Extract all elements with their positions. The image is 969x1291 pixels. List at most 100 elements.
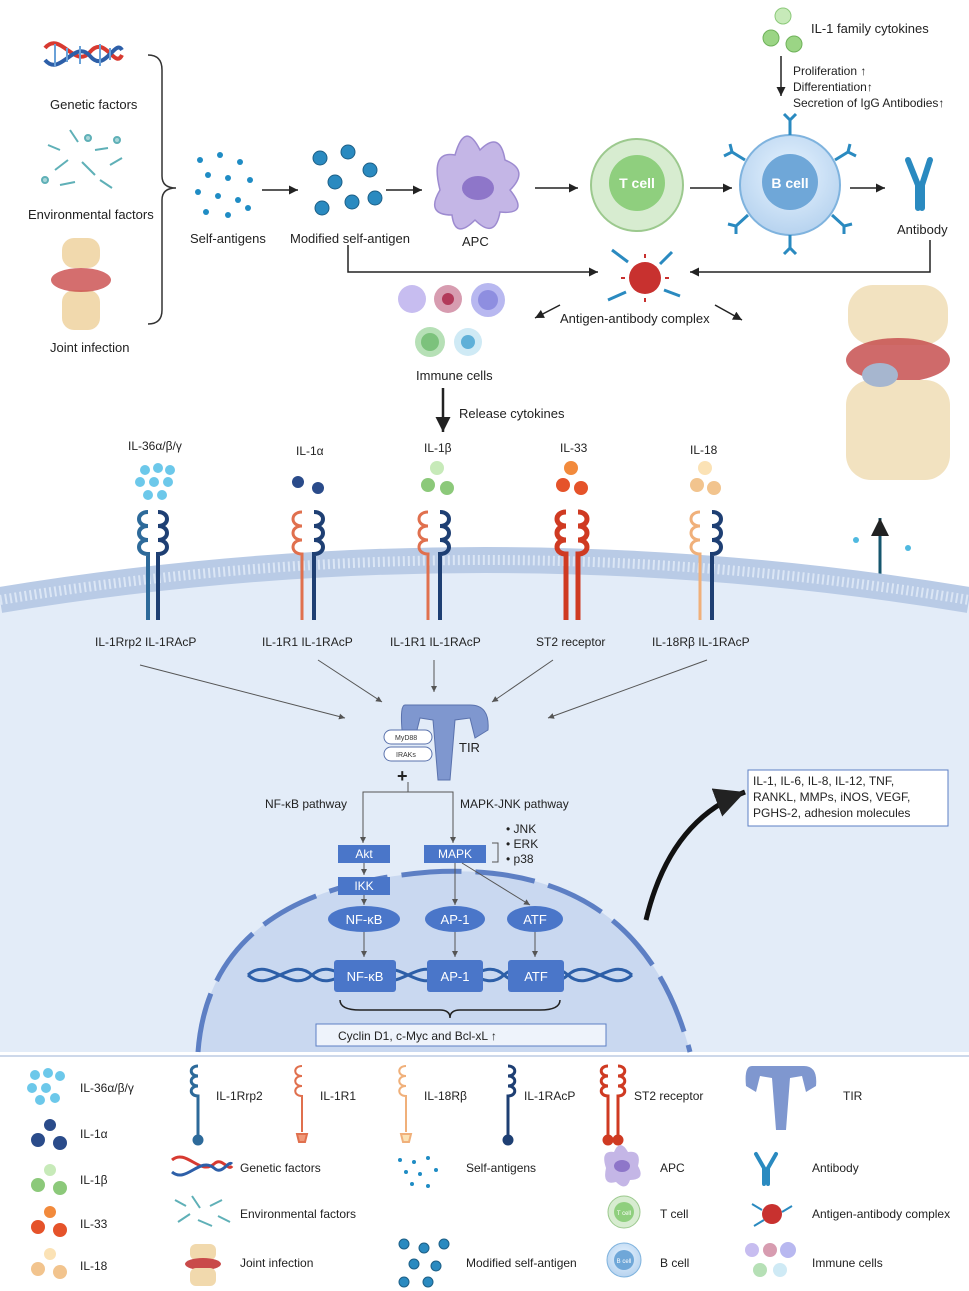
effect-secretion: Secretion of IgG Antibodies↑ xyxy=(793,96,944,110)
legend-bcell-icon xyxy=(606,1242,642,1278)
legend-tir-icon xyxy=(745,1066,817,1130)
legend-st2-label: ST2 receptor xyxy=(634,1089,703,1103)
apc-label: APC xyxy=(462,234,489,249)
il33-ligands xyxy=(556,461,588,495)
mapk-box xyxy=(424,845,486,863)
b-cell-label: B cell xyxy=(771,175,808,191)
il1racp-receptor-3 xyxy=(438,510,451,620)
atf-oval-label: ATF xyxy=(523,912,547,927)
il1racp-receptor-1 xyxy=(156,510,169,620)
legend-modified-icon xyxy=(398,1238,450,1288)
factors-brace xyxy=(147,54,177,325)
mapk-label: MAPK xyxy=(438,847,472,861)
nfkb-oval-label: NF-κB xyxy=(346,912,383,927)
legend-il1a-icon xyxy=(31,1119,67,1150)
ligand-il1a-label: IL-1α xyxy=(296,444,324,458)
self-antigens-label: Self-antigens xyxy=(190,231,266,246)
il1b-ligands xyxy=(421,461,454,495)
legend-il1racp-icon xyxy=(502,1064,517,1146)
targets-box xyxy=(315,1023,607,1047)
dna-nfkb-label: NF-κB xyxy=(347,969,384,984)
antibody-icon xyxy=(905,157,933,211)
tir-label: TIR xyxy=(459,740,480,755)
il18-ligands xyxy=(690,461,721,495)
dna-ap1-label: AP-1 xyxy=(441,969,470,984)
legend-il1b-label: IL-1β xyxy=(80,1173,108,1187)
ap1-oval-label: AP-1 xyxy=(441,912,470,927)
complex-label: Antigen-antibody complex xyxy=(560,311,710,326)
legend-antibody-label: Antibody xyxy=(812,1161,859,1175)
release-cytokines-label: Release cytokines xyxy=(459,406,565,421)
legend-tcell-label: T cell xyxy=(660,1207,688,1221)
legend-bcell-label: B cell xyxy=(660,1256,689,1270)
akt-box xyxy=(338,845,390,863)
il1racp-receptor-4 xyxy=(710,510,723,620)
ikk-label: IKK xyxy=(354,879,373,893)
legend-il36-icon xyxy=(27,1068,65,1105)
cell-body xyxy=(0,560,969,1052)
legend-il1r1-icon xyxy=(294,1065,309,1143)
legend-tcell-icon xyxy=(607,1195,641,1229)
target-brace xyxy=(339,999,561,1019)
legend-il18rb-label: IL-18Rβ xyxy=(424,1089,467,1103)
legend-dna-icon xyxy=(171,1155,234,1177)
legend-environment-icon xyxy=(174,1195,231,1227)
legend-antibody-icon xyxy=(754,1152,778,1186)
legend-apc-label: APC xyxy=(660,1161,685,1175)
effect-proliferation: Proliferation ↑ xyxy=(793,64,866,78)
il36-ligands xyxy=(135,463,175,500)
legend-il18-icon xyxy=(31,1248,67,1279)
legend-joint-label: Joint infection xyxy=(240,1256,313,1270)
legend-tir-label: TIR xyxy=(843,1089,863,1103)
cytokine-line-2: RANKL, MMPs, iNOS, VEGF, xyxy=(753,790,910,804)
converging-arrows xyxy=(139,659,708,720)
legend-st2-icon xyxy=(599,1064,627,1146)
immune-cells-label: Immune cells xyxy=(416,368,493,383)
legend-environment-label: Environmental factors xyxy=(240,1207,356,1221)
modified-self-antigen-label: Modified self-antigen xyxy=(290,231,410,246)
st2-receptor xyxy=(554,509,590,620)
il1-family-label: IL-1 family cytokines xyxy=(811,21,929,36)
legend-self-antigens-icon xyxy=(398,1156,438,1188)
legend-immune-label: Immune cells xyxy=(812,1256,883,1270)
ligand-il36-label: IL-36α/β/γ xyxy=(128,439,182,453)
arrow-complex-left xyxy=(534,304,561,319)
arrow-antibody-to-complex xyxy=(690,240,931,277)
joint-infection-label: Joint infection xyxy=(50,340,130,355)
immune-cells-icon xyxy=(398,283,505,357)
mapk-jnk: • JNK xyxy=(506,822,536,836)
receptor-il1a-label: IL-1R1 IL-1RAcP xyxy=(262,635,353,649)
genetic-factors-label: Genetic factors xyxy=(50,97,138,112)
iraks-label: IRAKs xyxy=(396,752,416,759)
mapk-erk: • ERK xyxy=(506,837,538,851)
il1-family-cytokines-icon xyxy=(762,7,803,53)
signal-arrows xyxy=(360,815,538,957)
legend-complex-label: Antigen-antibody complex xyxy=(812,1207,950,1221)
legend-il1a-label: IL-1α xyxy=(80,1127,108,1141)
antigen-antibody-complex-icon xyxy=(607,248,681,302)
apc-icon xyxy=(433,135,520,230)
ligand-il1b-label: IL-1β xyxy=(424,441,452,455)
ligand-il18-label: IL-18 xyxy=(690,443,718,457)
il18rb-receptor xyxy=(689,510,702,620)
myd88-label: MyD88 xyxy=(395,735,417,742)
legend-il33-icon xyxy=(31,1206,67,1237)
legend-joint-icon xyxy=(185,1244,221,1286)
cytokine-line-3: PGHS-2, adhesion molecules xyxy=(753,806,910,820)
knee-icon xyxy=(846,285,950,480)
il1a-ligands xyxy=(292,476,324,494)
legend-il1racp-label: IL-1RAcP xyxy=(524,1089,575,1103)
nuclear-envelope xyxy=(195,868,693,1053)
akt-label: Akt xyxy=(355,847,373,861)
legend-il1rrp2-label: IL-1Rrp2 xyxy=(216,1089,263,1103)
tir-icon xyxy=(400,704,489,781)
il1r1-receptor-2 xyxy=(417,510,430,620)
legend-genetic-label: Genetic factors xyxy=(240,1161,321,1175)
legend-apc-icon xyxy=(604,1145,641,1187)
secretion-arrow xyxy=(643,788,746,921)
b-cell-icon xyxy=(723,112,857,256)
t-cell-label: T cell xyxy=(619,175,655,191)
dna-atf-box xyxy=(508,960,564,992)
joint-icon xyxy=(51,238,111,330)
